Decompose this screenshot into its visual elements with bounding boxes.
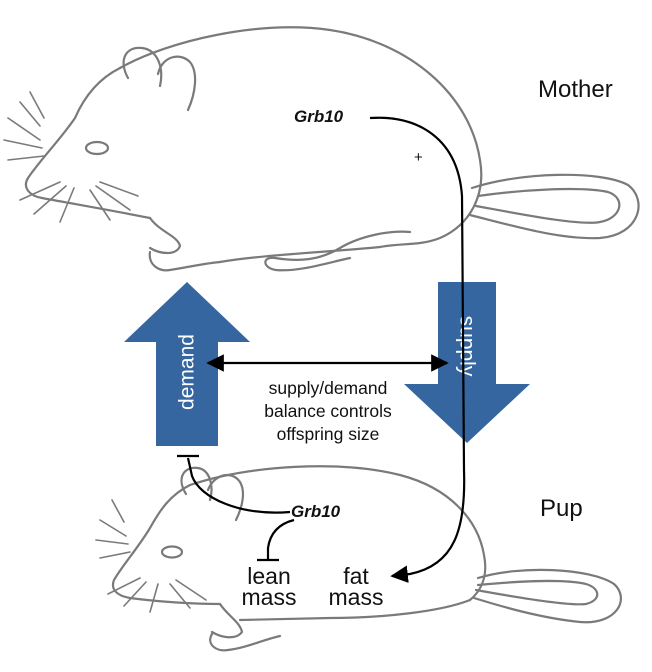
balance-caption-line3: offspring size [276,424,380,444]
demand-arrow: demand [124,282,250,446]
positive-effect-sign: + [414,149,423,166]
pup-label: Pup [540,495,583,522]
demand-arrow-shape [124,282,250,446]
lean-mass-line2: mass [241,584,297,610]
mother-grb10-label: Grb10 [294,107,344,126]
balance-caption-line2: balance controls [264,401,392,421]
mother-mouse-icon [3,26,640,272]
balance-caption-line1: supply/demand [268,378,388,398]
supply-arrow-shape [404,282,530,443]
balance-caption: supply/demand balance controls offspring… [233,377,423,446]
lean-mass-line1: lean [247,563,291,589]
mother-label: Mother [538,76,613,103]
demand-arrow-label: demand [176,334,199,410]
pup-mouse-icon [95,465,622,652]
fat-mass-line2: mass [328,584,384,610]
supply-arrow: supply [404,282,530,443]
fat-mass-line1: fat [343,563,369,589]
pup-grb10-label: Grb10 [291,502,341,521]
supply-arrow-label: supply [456,316,479,377]
pup-grb10-demand-inhibition [186,457,291,514]
mother-grb10-connector [369,116,466,583]
fat-mass-label: fat mass [322,563,390,610]
lean-mass-label: lean mass [240,563,298,610]
pup-grb10-lean-inhibition [266,518,295,560]
